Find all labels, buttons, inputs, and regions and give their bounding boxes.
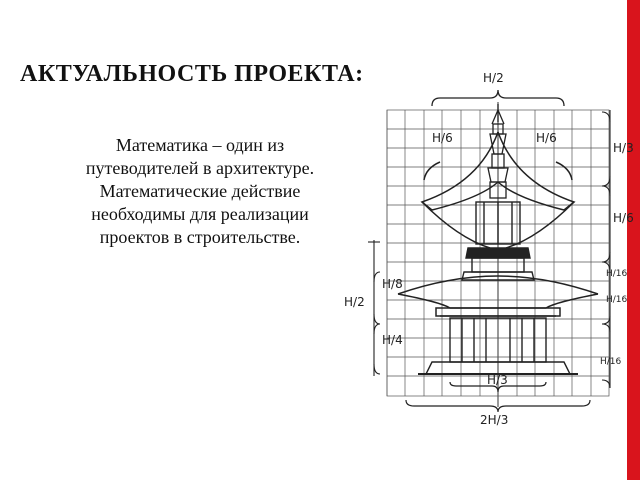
accent-bar	[627, 0, 640, 480]
left-dimension-lines	[368, 240, 381, 376]
body-line-3: Математические действие	[99, 181, 301, 201]
label-bottom-third: H/3	[487, 373, 508, 387]
top-dimension-brace	[431, 89, 565, 107]
label-right-sixteenth-c: H/16	[600, 357, 622, 367]
pagoda-drawing-svg: H/2 H/6 H/6 H/3 H/6 H/16 H/16 H/8 H/2 H/…	[344, 71, 634, 427]
bottom-two-thirds-brace	[405, 399, 591, 413]
label-top-half: H/2	[483, 71, 504, 85]
label-left-half: H/2	[344, 295, 365, 309]
body-line-2: путеводителей в архитектуре.	[85, 158, 315, 178]
pagoda-proportion-drawing: H/2 H/6 H/6 H/3 H/6 H/16 H/16 H/8 H/2 H/…	[340, 62, 634, 437]
body-line-1: Математика – один из	[115, 135, 285, 155]
body-line-5: проектов в строительстве.	[99, 227, 301, 247]
body-line-4: необходимы для реализации	[91, 204, 309, 224]
label-bottom-two-thirds: 2H/3	[480, 413, 508, 427]
label-left-eighth: H/8	[382, 277, 403, 291]
pagoda-upper-roof	[420, 131, 576, 249]
label-right-sixteenth-b: H/16	[606, 295, 628, 305]
pagoda-spire	[487, 104, 509, 199]
right-dimension-lines	[601, 110, 611, 389]
label-left-quarter: H/4	[382, 333, 403, 347]
pagoda-base-hall	[418, 317, 578, 375]
slide-title: АКТУАЛЬНОСТЬ ПРОЕКТА:	[20, 61, 364, 87]
label-right-third: H/3	[613, 141, 634, 155]
label-left-sixth: H/6	[432, 131, 453, 145]
label-right-sixth: H/6	[536, 131, 557, 145]
label-right-sixteenth-a: H/16	[606, 269, 628, 279]
bottom-third-brace	[449, 381, 547, 393]
slide-body-text: Математика – один из путеводителей в арх…	[50, 134, 350, 249]
pagoda-middle-body	[461, 201, 535, 281]
label-right-sixth-lower: H/6	[613, 211, 634, 225]
pagoda-lower-roof	[397, 275, 599, 317]
